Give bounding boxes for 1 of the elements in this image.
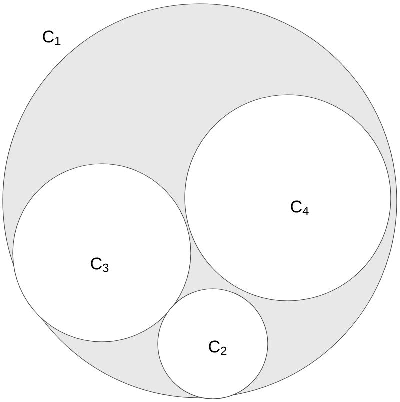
node-label: C$_{2}$ xyxy=(209,340,227,356)
